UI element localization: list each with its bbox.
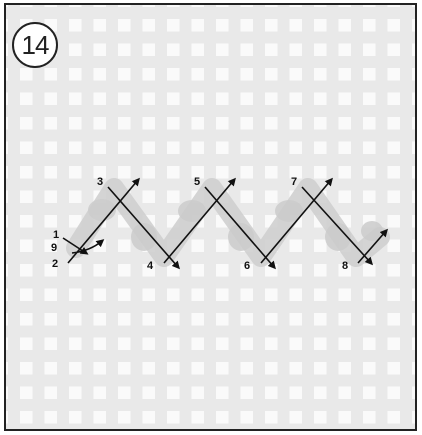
stitch-line-3-4 bbox=[108, 187, 178, 267]
point-label-7: 7 bbox=[291, 176, 297, 188]
point-label-9: 9 bbox=[51, 242, 57, 254]
point-label-2: 2 bbox=[52, 258, 58, 270]
point-label-6: 6 bbox=[244, 260, 250, 272]
point-label-1: 1 bbox=[53, 229, 59, 241]
point-label-5: 5 bbox=[194, 176, 200, 188]
point-label-8: 8 bbox=[342, 260, 348, 272]
point-label-3: 3 bbox=[97, 176, 103, 188]
point-label-4: 4 bbox=[147, 260, 154, 272]
stitch-line-7-8 bbox=[302, 187, 371, 263]
stitch-line-5-6 bbox=[205, 187, 274, 267]
zigzag-stitch-illustration: 1 9 2 3 4 5 6 7 8 bbox=[6, 5, 417, 431]
stitch-diagram-frame: 14 bbox=[4, 3, 417, 431]
